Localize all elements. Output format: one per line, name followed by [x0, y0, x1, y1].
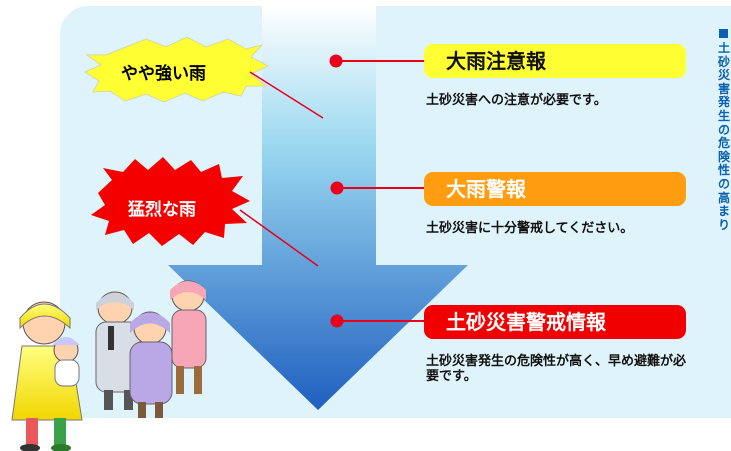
side-caption-marker — [719, 29, 728, 38]
heavy-rain-burst — [91, 157, 250, 246]
heavy-rain-pointer — [239, 209, 319, 267]
heavy-rain-label: 猛烈な雨 — [128, 200, 196, 220]
level3-connector — [330, 314, 425, 328]
warning-title-warning: 大雨警報 — [424, 172, 686, 206]
weak-rain-label: やや強い雨 — [121, 64, 206, 84]
warning-desc-warning: 土砂災害に十分警戒してください。 — [426, 221, 634, 236]
warning-title-landslide-alert: 土砂災害警戒情報 — [424, 305, 686, 339]
evacuating-family-illustration — [11, 280, 207, 451]
weak-rain-burst — [83, 36, 270, 103]
level1-connector — [329, 54, 425, 68]
warning-desc-landslide-alert: 土砂災害発生の危険性が高く、早め避難が必要です。 — [426, 354, 687, 384]
weak-rain-pointer — [249, 71, 324, 119]
warning-title-advisory: 大雨注意報 — [424, 44, 686, 78]
risk-arrow — [168, 6, 468, 410]
warning-desc-advisory: 土砂災害への注意が必要です。 — [426, 93, 607, 108]
level2-connector — [330, 181, 425, 195]
side-caption: 土砂災害発生の危険性の高まり — [718, 42, 731, 232]
